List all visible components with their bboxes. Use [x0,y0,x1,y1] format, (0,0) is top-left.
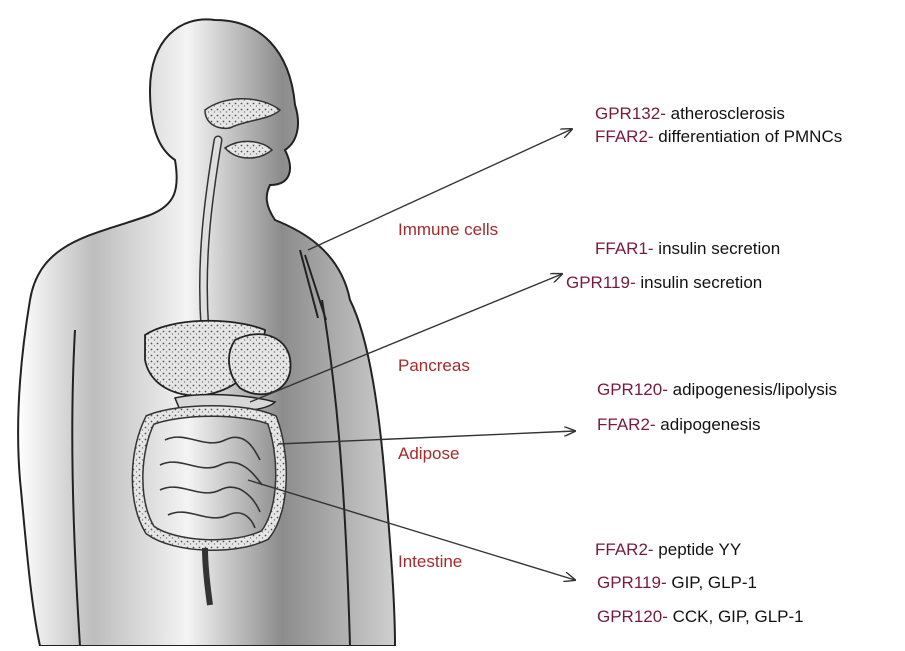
effect-text: atherosclerosis [671,104,785,123]
receptor-name: GPR132- [595,104,666,123]
effect-pancreas-2: GPR119- insulin secretion [566,273,762,293]
effect-text: insulin secretion [640,273,762,292]
effect-text: GIP, GLP-1 [671,573,757,592]
organ-label-intestine: Intestine [398,552,462,572]
organ-label-immune: Immune cells [398,220,498,240]
effect-immune-1: GPR132- atherosclerosis [595,104,785,124]
effect-adipose-1: GPR120- adipogenesis/lipolysis [597,380,837,400]
effect-pancreas-1: FFAR1- insulin secretion [595,239,780,259]
stomach [229,334,291,394]
receptor-name: FFAR2- [595,540,654,559]
effect-text: insulin secretion [658,239,780,258]
effect-text: CCK, GIP, GLP-1 [673,607,804,626]
receptor-name: GPR119- [566,273,636,292]
effect-text: adipogenesis [660,415,760,434]
effect-intestine-3: GPR120- CCK, GIP, GLP-1 [597,607,804,627]
receptor-name: FFAR1- [595,239,654,258]
receptor-name: GPR119- [597,573,667,592]
receptor-name: FFAR2- [595,127,654,146]
organ-label-adipose: Adipose [398,444,459,464]
effect-immune-2: FFAR2- differentiation of PMNCs [595,127,842,147]
effect-adipose-2: FFAR2- adipogenesis [597,415,761,435]
effect-intestine-2: GPR119- GIP, GLP-1 [597,573,757,593]
effect-text: peptide YY [658,540,741,559]
organ-label-pancreas: Pancreas [398,356,470,376]
receptor-name: FFAR2- [597,415,656,434]
effect-text: differentiation of PMNCs [658,127,842,146]
effect-text: adipogenesis/lipolysis [673,380,837,399]
receptor-name: GPR120- [597,607,668,626]
receptor-name: GPR120- [597,380,668,399]
effect-intestine-1: FFAR2- peptide YY [595,540,741,560]
